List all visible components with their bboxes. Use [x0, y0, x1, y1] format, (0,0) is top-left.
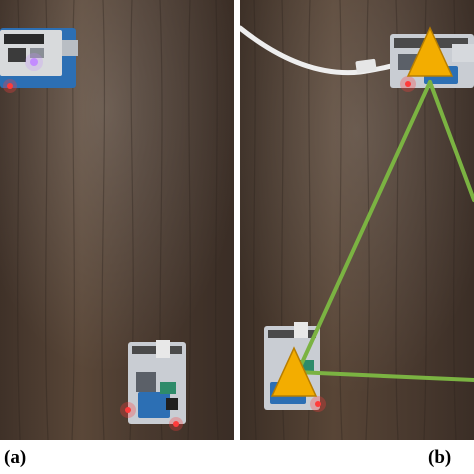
wood-grain [17, 0, 219, 440]
led-red [315, 401, 321, 407]
panel-label-a: (a) [4, 447, 27, 468]
panel-b-photo [240, 0, 474, 440]
microcontroller-board [0, 28, 78, 93]
panel-a-photo [0, 0, 234, 440]
triangle-marker-top [406, 26, 454, 77]
microcontroller-board [120, 340, 186, 431]
led-red [125, 407, 131, 413]
led-red [7, 83, 13, 89]
panel-label-b: (b) [428, 447, 452, 468]
triangle-marker-bottom [270, 346, 318, 397]
usb-cable [240, 25, 395, 76]
link-lines [294, 80, 474, 382]
panel-a-scene [0, 0, 234, 440]
panel-b-scene [240, 0, 474, 440]
led-red [405, 81, 411, 87]
led-purple [30, 58, 38, 66]
